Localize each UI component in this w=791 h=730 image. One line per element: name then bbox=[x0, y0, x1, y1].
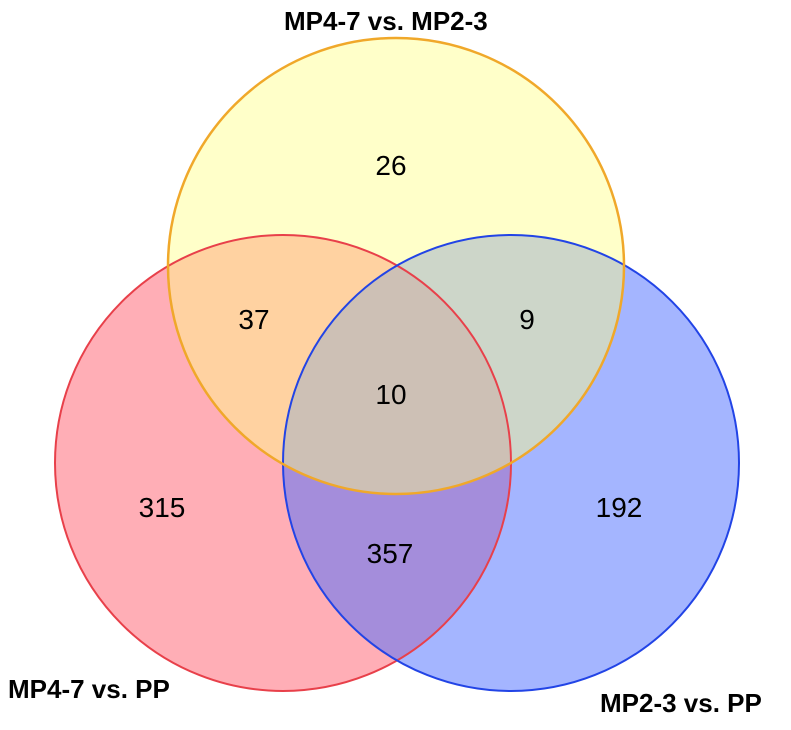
count-left-right: 357 bbox=[366, 538, 414, 569]
set-label-left: MP4-7 vs. PP bbox=[8, 674, 170, 704]
count-top-right: 9 bbox=[519, 304, 535, 335]
count-top-left: 37 bbox=[238, 304, 270, 335]
set-label-top: MP4-7 vs. MP2-3 bbox=[284, 6, 488, 36]
count-top-only: 26 bbox=[375, 150, 407, 181]
count-right-only: 192 bbox=[595, 492, 643, 523]
circle-outline-top bbox=[166, 36, 626, 496]
count-left-only: 315 bbox=[138, 492, 186, 523]
set-label-right: MP2-3 vs. PP bbox=[600, 688, 762, 718]
count-all-three: 10 bbox=[375, 379, 407, 410]
